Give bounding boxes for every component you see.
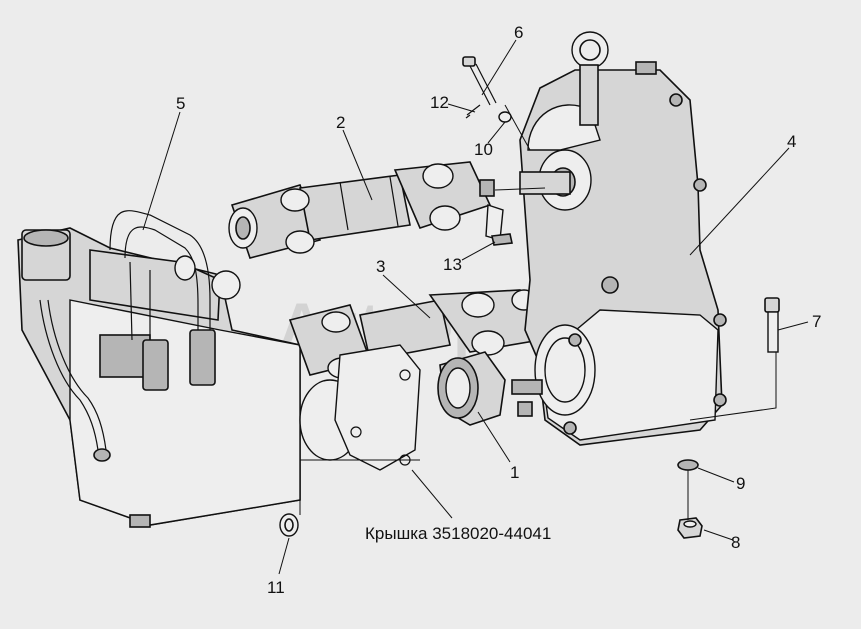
washer-9	[677, 459, 699, 471]
callout-11: 11	[267, 578, 285, 597]
part-caption: Крышка 3518020-44041	[365, 524, 551, 543]
hydraulic-pump-unit	[17, 210, 361, 528]
bushing	[437, 351, 506, 426]
callout-9: 9	[736, 474, 745, 493]
callout-12: 12	[430, 93, 449, 112]
cardan-shaft	[228, 161, 513, 259]
gearbox-housing	[511, 31, 727, 446]
callout-2: 2	[336, 113, 345, 132]
callout-5: 5	[176, 94, 185, 113]
assembly-guide-lines	[299, 104, 777, 520]
callout-10: 10	[474, 140, 493, 159]
washer-11	[279, 513, 299, 537]
lower-cardan-shaft	[288, 289, 542, 379]
gasket-cover	[334, 344, 421, 471]
callout-3: 3	[376, 257, 385, 276]
callout-6: 6	[514, 23, 523, 42]
nut-8	[677, 517, 703, 539]
callout-4: 4	[787, 132, 796, 151]
pin-12	[465, 104, 481, 119]
callout-7: 7	[812, 312, 821, 331]
callout-1: 1	[510, 463, 519, 482]
bolt-7	[764, 297, 780, 353]
callout-8: 8	[731, 533, 740, 552]
callout-leaders	[142, 39, 809, 575]
callout-13: 13	[443, 255, 462, 274]
bolt-6	[462, 56, 497, 106]
